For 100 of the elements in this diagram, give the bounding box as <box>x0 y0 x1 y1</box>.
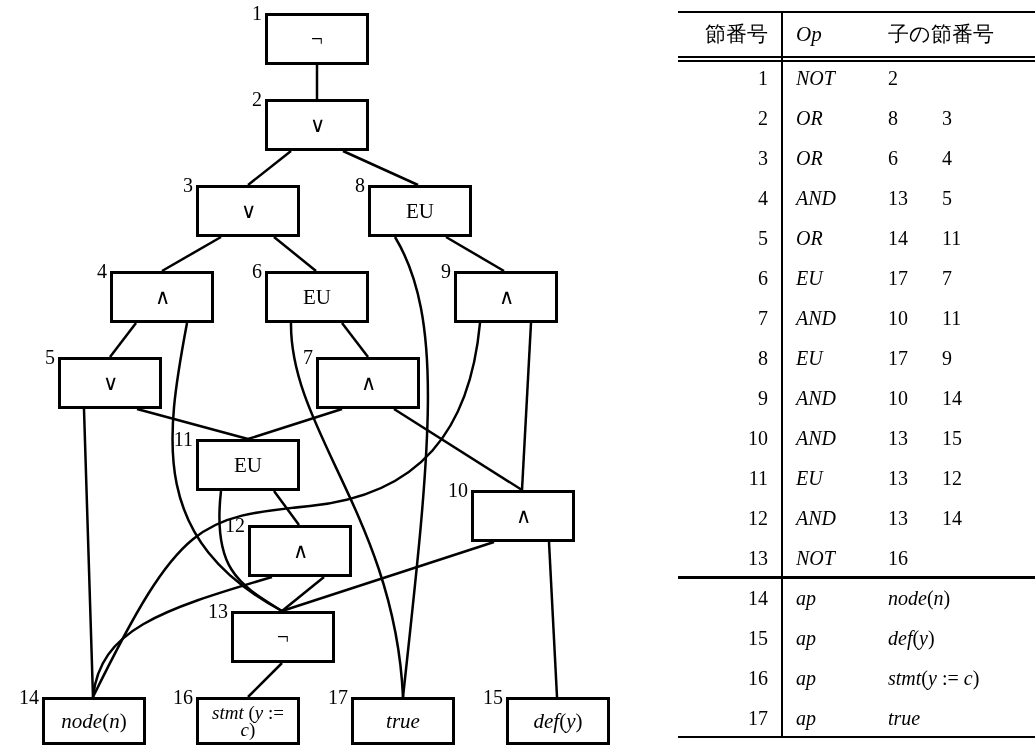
table-cell: true <box>888 706 921 730</box>
table-cell: 4 <box>758 186 768 210</box>
node-number: 14 <box>19 687 39 707</box>
table-cell: 14 <box>888 226 908 250</box>
operator-box: EU <box>196 439 300 491</box>
column-header: 節番号 <box>705 22 768 46</box>
table-cell: 17 <box>888 346 908 370</box>
node-number: 5 <box>45 347 55 367</box>
node-number: 17 <box>328 687 348 707</box>
table-cell: 17 <box>888 266 908 290</box>
table-cell: 5 <box>942 186 952 210</box>
table-cell: OR <box>796 146 823 170</box>
node-number: 15 <box>483 687 503 707</box>
operator-box: node(n) <box>42 697 146 745</box>
connector-line <box>247 407 343 441</box>
table-cell: 15 <box>748 626 768 650</box>
table-cell: def(y) <box>888 626 935 650</box>
node-number: 7 <box>303 347 313 367</box>
node-number: 4 <box>97 261 107 281</box>
table-cell: 17 <box>748 706 768 730</box>
table-cell: 13 <box>888 506 908 530</box>
table-cell: 3 <box>942 106 952 130</box>
table-cell: ap <box>796 626 816 650</box>
table-cell: 8 <box>758 346 768 370</box>
node-number: 13 <box>208 601 228 621</box>
table-cell: 10 <box>748 426 768 450</box>
connector-line <box>393 236 430 698</box>
operator-box: EU <box>265 271 369 323</box>
node-number: 2 <box>252 89 262 109</box>
connector-line <box>218 490 283 613</box>
connector-line <box>445 235 505 273</box>
connector-line <box>273 236 317 272</box>
operator-box: def(y) <box>506 697 610 745</box>
table-cell: 6 <box>758 266 768 290</box>
table-cell: ap <box>796 666 816 690</box>
node-number: 3 <box>183 175 193 195</box>
table-cell: 2 <box>888 66 898 90</box>
table-cell: AND <box>796 186 836 210</box>
connector-line <box>91 322 482 698</box>
operator-box: ∧ <box>316 357 420 409</box>
node-number: 6 <box>252 261 262 281</box>
operator-box: ¬ <box>265 13 369 65</box>
table-cell: 7 <box>942 266 952 290</box>
table-cell: AND <box>796 386 836 410</box>
table-cell: ap <box>796 706 816 730</box>
operator-box: ∨ <box>196 185 300 237</box>
column-header: 子の節番号 <box>888 22 994 46</box>
table-cell: 8 <box>888 106 898 130</box>
connector-line <box>247 150 292 186</box>
table-cell: 16 <box>888 546 908 570</box>
operator-box: ∧ <box>110 271 214 323</box>
operator-box: EU <box>368 185 472 237</box>
operator-box: ∧ <box>471 490 575 542</box>
operator-box: ¬ <box>231 611 335 663</box>
table-cell: 9 <box>942 346 952 370</box>
table-cell: 15 <box>942 426 962 450</box>
table-cell: node(n) <box>888 586 951 610</box>
table-cell: EU <box>796 266 823 290</box>
table-cell: 13 <box>888 466 908 490</box>
connector-line <box>520 322 533 491</box>
connector-line <box>247 662 283 698</box>
table-cell: 12 <box>942 466 962 490</box>
table-cell: ap <box>796 586 816 610</box>
table-cell: 11 <box>942 226 962 250</box>
table-cell: 14 <box>748 586 768 610</box>
node-number: 1 <box>252 3 262 23</box>
table-cell: 14 <box>942 386 962 410</box>
operator-box: stmt (y := c) <box>196 697 300 745</box>
operator-box: ∧ <box>454 271 558 323</box>
table-cell: 3 <box>758 146 768 170</box>
table-cell: OR <box>796 226 823 250</box>
node-number: 8 <box>355 175 365 195</box>
connector-line <box>273 490 300 526</box>
operator-box: ∨ <box>265 99 369 151</box>
node-number: 16 <box>173 687 193 707</box>
table-cell: 4 <box>942 146 952 170</box>
table-cell: NOT <box>796 66 835 90</box>
operator-box: true <box>351 697 455 745</box>
table-cell: AND <box>796 426 836 450</box>
table-cell: AND <box>796 306 836 330</box>
connector-line <box>315 65 319 99</box>
node-number: 11 <box>173 429 193 449</box>
table-cell: 10 <box>888 386 908 410</box>
table-cell: 16 <box>748 666 768 690</box>
node-number: 10 <box>448 480 468 500</box>
table-cell: 13 <box>748 546 768 570</box>
table-cell: 7 <box>758 306 768 330</box>
connector-line <box>136 407 249 441</box>
table-cell: 6 <box>888 146 898 170</box>
table-cell: AND <box>796 506 836 530</box>
column-header: Op <box>796 22 822 46</box>
table-cell: 13 <box>888 186 908 210</box>
table-cell: NOT <box>796 546 835 570</box>
connector-line <box>341 322 369 358</box>
connector-line <box>281 576 325 612</box>
connector-line <box>109 322 137 358</box>
table-cell: 9 <box>758 386 768 410</box>
table-cell: EU <box>796 346 823 370</box>
connector-line <box>393 407 523 492</box>
connector-line <box>547 541 559 698</box>
